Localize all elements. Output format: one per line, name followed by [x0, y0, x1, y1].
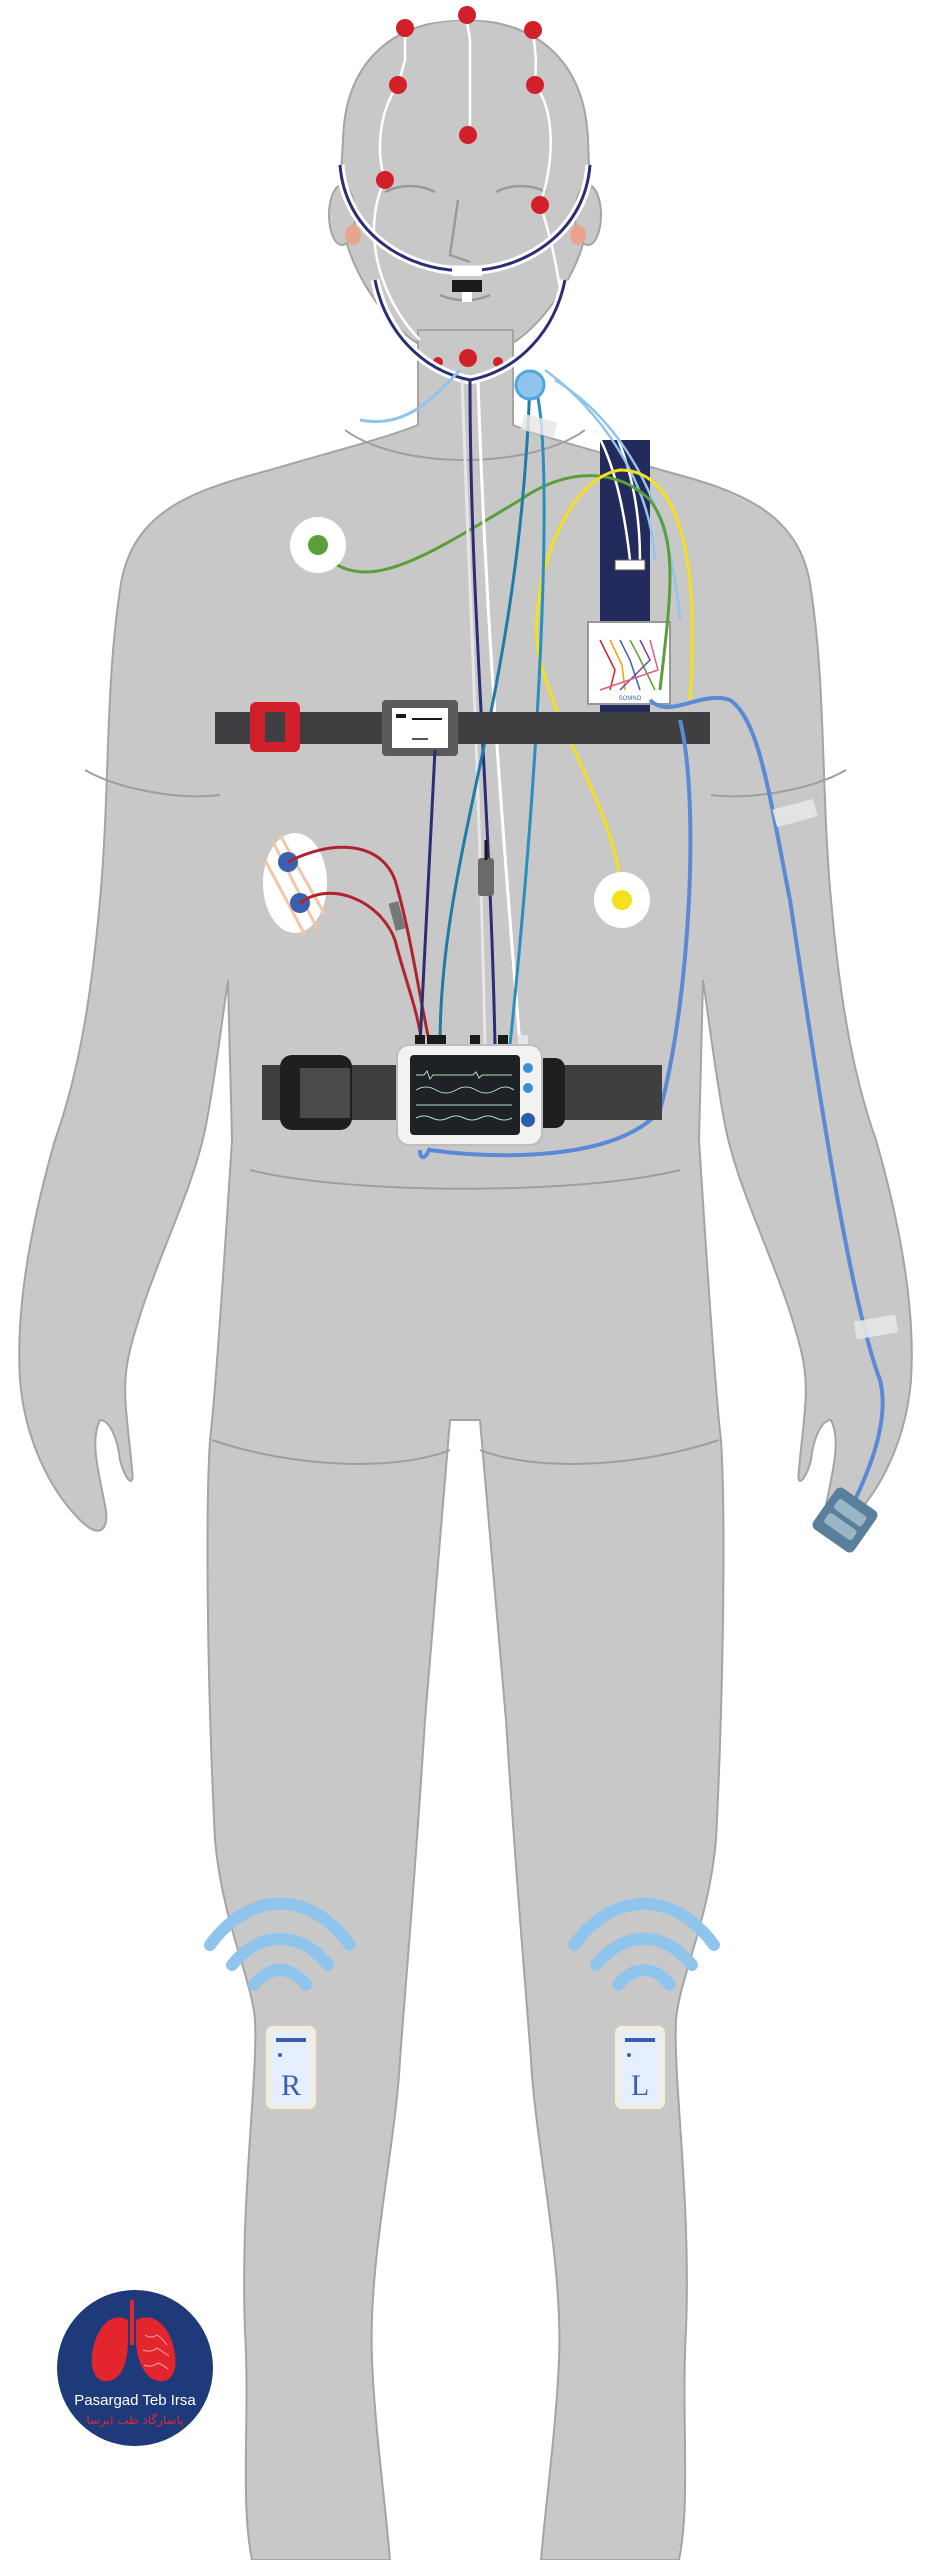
- recorder-button-top: [523, 1063, 533, 1073]
- eeg-electrode-f3: [396, 19, 414, 37]
- right-leg-sensor-label: R: [281, 2069, 301, 2102]
- lungs-icon: [91, 2300, 176, 2382]
- yellow-electrode: [612, 890, 632, 910]
- chin-emg-electrode: [459, 349, 477, 367]
- arm-tape-lower: [853, 1314, 899, 1340]
- eeg-electrode-fz: [458, 6, 476, 24]
- eeg-electrode-c4: [526, 76, 544, 94]
- headbox-module: SOMNO: [587, 621, 671, 705]
- recorder-button-ok: [521, 1113, 535, 1127]
- eeg-electrode-cz: [459, 126, 477, 144]
- ecg-connector: [388, 901, 406, 931]
- right-cheek-sensor: [345, 225, 361, 245]
- arm-tape-upper: [772, 798, 818, 828]
- inline-connector: [478, 858, 494, 896]
- shoulder-strap-wires: [544, 359, 682, 621]
- headbox-connector: [614, 559, 646, 571]
- effort-belt-wire: [418, 749, 437, 1046]
- microphone-sensor: [514, 369, 546, 401]
- oximeter-cable: [648, 695, 885, 1511]
- eeg-electrode-c3: [389, 76, 407, 94]
- left-leg-sensor-label: L: [631, 2069, 649, 2102]
- eog-electrode-left: [531, 196, 549, 214]
- svg-text:SOMNO: SOMNO: [619, 696, 642, 702]
- polysomnography-recorder: [396, 1044, 543, 1146]
- recorder-screen: [410, 1055, 520, 1135]
- company-logo: Pasargad Teb Irsa پاسارگاد طب ایرسا: [57, 2290, 213, 2446]
- recorder-button-mid: [523, 1083, 533, 1093]
- oximeter-cable-to-recorder: [429, 719, 693, 1158]
- left-leg-wireless-waves: [568, 1897, 720, 1991]
- recorder-connectors: [415, 1035, 528, 1047]
- yellow-lead-wire: [535, 468, 694, 901]
- body-contour-lines: [84, 429, 847, 1465]
- neck-tape: [520, 413, 558, 439]
- eog-electrode-right: [376, 171, 394, 189]
- logo-name-en: Pasargad Teb Irsa: [74, 2392, 196, 2409]
- eeg-electrode-f4: [524, 21, 542, 39]
- emg-electrode: [308, 535, 328, 555]
- right-leg-wireless-waves: [204, 1897, 356, 1991]
- left-leg-sensor: L: [613, 2024, 667, 2111]
- nasal-thermistor: [452, 268, 482, 276]
- nasal-thermistor-clip: [452, 280, 482, 292]
- finger-pulse-oximeter: [812, 1487, 878, 1553]
- right-leg-sensor: R: [264, 2024, 318, 2111]
- human-body-silhouette: [18, 18, 913, 2560]
- logo-name-fa: پاسارگاد طب ایرسا: [86, 2413, 183, 2428]
- torso-and-limbs: [18, 329, 913, 2560]
- emg-lead-wire: [316, 474, 672, 691]
- left-cheek-sensor: [570, 225, 586, 245]
